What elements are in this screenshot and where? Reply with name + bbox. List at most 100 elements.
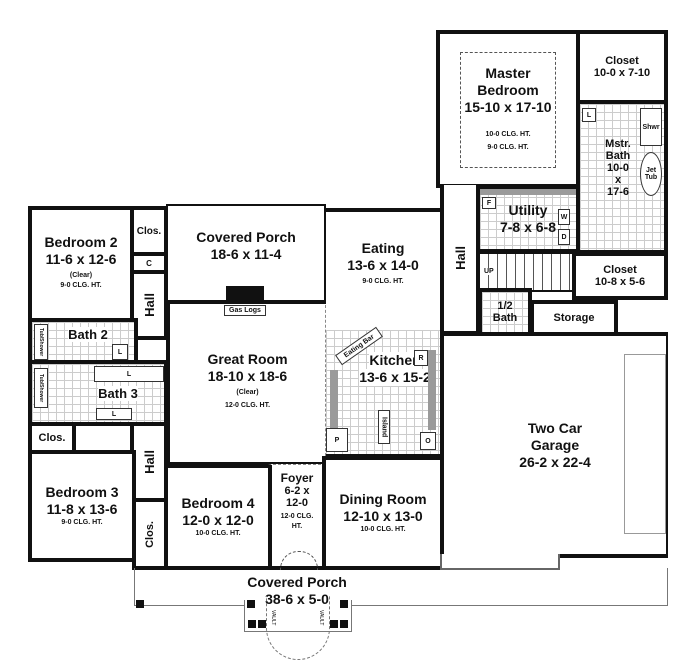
room-name: Mstr. <box>605 138 631 150</box>
kitchen-island: Island <box>378 410 390 444</box>
room-dimensions: 15-10 x 17-10 <box>464 99 552 115</box>
ceiling-height: 12-0 CLG. HT. <box>224 402 271 409</box>
room-name: Bedroom 3 <box>45 484 119 500</box>
room-name: Dining Room <box>339 491 427 507</box>
pantry: P <box>326 428 348 452</box>
porch-post <box>136 600 144 608</box>
room-name: Great Room <box>207 351 288 367</box>
room-name: 1/2 <box>497 300 513 312</box>
room-dimensions: 18-10 x 18-6 <box>207 368 288 384</box>
garage-door[interactable] <box>624 354 666 534</box>
ceiling-height: 12-0 CLG. <box>280 513 314 520</box>
room-dimensions: x <box>614 174 622 186</box>
room-name: Bath 2 <box>68 326 108 342</box>
kitchen: Eating Bar Island R O P Kitchen 13-6 x 1… <box>322 326 444 458</box>
bedroom-4: Bedroom 4 12-0 x 12-0 10-0 CLG. HT. <box>164 464 272 570</box>
room-name: Two Car <box>527 419 583 436</box>
covered-porch-rear: Covered Porch 18-6 x 11-4 Gas Logs <box>166 204 326 316</box>
stairs-up-label: UP <box>484 268 494 275</box>
room-dimensions: 12-0 <box>285 497 309 509</box>
gas-logs: Gas Logs <box>224 305 266 316</box>
counter-right <box>428 350 436 430</box>
garage: Two Car Garage 26-2 x 22-4 <box>440 332 668 558</box>
porch-post <box>247 600 255 608</box>
lavatory: L <box>94 366 164 382</box>
porch-post <box>258 620 266 628</box>
oven: O <box>420 432 436 450</box>
room-note: (Clear) <box>236 389 259 396</box>
lavatory: L <box>582 108 596 122</box>
room-name: Master <box>485 65 531 81</box>
shower: Shwr <box>640 108 662 146</box>
room-name: C <box>146 258 152 268</box>
master-closet: Closet 10-0 x 7-10 <box>576 30 668 104</box>
tub-shower: Tub/Shower <box>34 368 48 408</box>
porch-post <box>340 600 348 608</box>
tub-shower: Tub/Shower <box>34 324 48 360</box>
porch-post <box>248 620 256 628</box>
room-dimensions: 13-6 x 15-2 <box>359 369 431 386</box>
great-room: Great Room 18-10 x 18-6 (Clear) 12-0 CLG… <box>166 300 326 466</box>
bedroom-2: Bedroom 2 11-6 x 12-6 (Clear) 9-0 CLG. H… <box>28 206 134 322</box>
room-name: Covered Porch <box>247 574 347 590</box>
room-dimensions: 13-6 x 14-0 <box>347 257 419 273</box>
lavatory-2: L <box>96 408 132 420</box>
ceiling-height: HT. <box>291 523 303 530</box>
ceiling-height: 9-0 CLG. HT. <box>60 281 102 289</box>
ceiling-height: 9-0 CLG. HT. <box>487 144 529 151</box>
room-dimensions: 12-10 x 13-0 <box>343 508 423 524</box>
half-bath: 1/2 Bath <box>478 288 532 336</box>
room-name: Closet <box>603 264 637 276</box>
dryer: D <box>558 229 570 245</box>
room-name: Clos. <box>144 520 156 548</box>
ceiling-height: 10-0 CLG. HT. <box>195 530 241 537</box>
dining-room: Dining Room 12-10 x 13-0 10-0 CLG. HT. <box>322 456 444 570</box>
room-dimensions: 12-0 x 12-0 <box>182 512 254 528</box>
porch-post <box>330 620 338 628</box>
master-bath-label: Mstr. Bath 10-0 x 17-6 <box>597 138 639 198</box>
bedroom-3: Bedroom 3 11-8 x 13-6 9-0 CLG. HT. <box>28 450 136 562</box>
porch-arc <box>266 596 330 660</box>
room-name: Bath <box>492 312 518 324</box>
room-name: Kitchen <box>369 352 421 369</box>
room-dimensions: 18-6 x 11-4 <box>210 246 282 262</box>
bath-3: Tub/Shower L L Bath 3 <box>28 360 168 426</box>
master-bedroom: Master Bedroom 15-10 x 17-10 10-0 CLG. H… <box>436 30 580 188</box>
room-name: Utility <box>508 202 548 218</box>
utility-counter <box>480 189 576 195</box>
room-dimensions: 17-6 <box>606 186 630 198</box>
room-name: Garage <box>530 436 580 453</box>
room-name: Bath <box>605 150 631 162</box>
washer: W <box>558 209 570 225</box>
closet-left: Clos. <box>28 422 76 454</box>
covered-porch-front <box>134 568 668 606</box>
room-dimensions: 10-0 x 7-10 <box>593 67 651 79</box>
ceiling-height: 9-0 CLG. HT. <box>362 278 404 285</box>
room-name: Hall <box>141 293 157 317</box>
freezer: F <box>482 197 496 209</box>
tub-label: Jet <box>645 167 657 174</box>
room-name: Bath 3 <box>98 385 138 401</box>
room-name: Closet <box>605 55 639 67</box>
room-name: Covered Porch <box>196 229 296 245</box>
tray-ceiling-outline <box>460 52 556 168</box>
room-name: Storage <box>553 312 595 324</box>
ceiling-height: 10-0 CLG. HT. <box>485 131 531 138</box>
room-name: Hall <box>141 450 157 474</box>
room-dimensions: 7-8 x 6-8 <box>499 219 557 235</box>
ceiling-height: 9-0 CLG. HT. <box>61 519 103 526</box>
room-dimensions: 10-8 x 5-6 <box>594 276 646 288</box>
room-name: Eating <box>361 240 405 256</box>
bath-2: Tub/Shower L Bath 2 <box>28 318 138 364</box>
room-name: Bedroom 4 <box>181 495 255 511</box>
stairs[interactable]: UP <box>478 252 574 292</box>
room-name: Bedroom <box>477 82 539 98</box>
utility-room: F W D Utility 7-8 x 6-8 <box>476 185 580 253</box>
foyer: Foyer 6-2 x 12-0 12-0 CLG. HT. <box>268 464 326 570</box>
room-name: Foyer <box>280 471 314 485</box>
refrigerator: R <box>414 350 428 366</box>
tub-label: Tub <box>644 174 658 181</box>
room-dimensions: 10-0 <box>606 162 630 174</box>
fireplace <box>226 286 264 302</box>
